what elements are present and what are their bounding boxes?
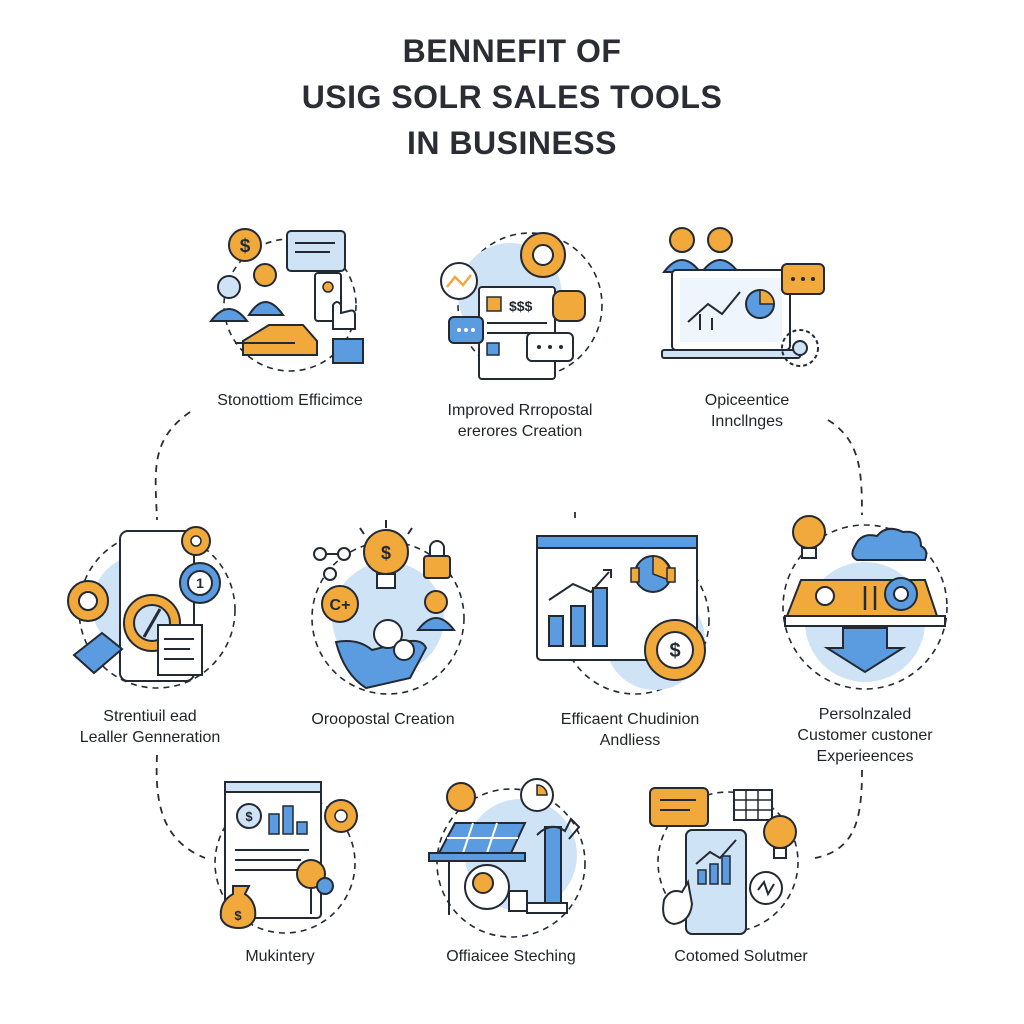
node-label-8: Mukintery — [165, 946, 395, 967]
node-3-line-1: Opiceentice — [704, 392, 790, 409]
node-7-line-1: Persolnzaled — [818, 706, 912, 723]
node-label-9: Offiaicee Steching — [396, 946, 626, 967]
title-line-1: BENNEFIT OF — [402, 33, 622, 69]
node-6-line-1: Efficaent Chudinion — [560, 711, 700, 728]
svg-text:$: $ — [381, 543, 391, 563]
node-label-6: Efficaent Chudinion Andliess — [515, 709, 745, 751]
node-sales-efficiency: $ — [205, 225, 375, 375]
svg-text:$: $ — [234, 908, 242, 923]
svg-text:$: $ — [669, 640, 680, 662]
connector-left-bottom — [155, 754, 206, 859]
laptop-analytics-icon — [661, 227, 825, 367]
connector-right-top — [827, 419, 863, 516]
node-7-line-2: Customer custoner — [797, 727, 933, 744]
title-line-3: IN BUSINESS — [407, 125, 617, 161]
node-customer-solution — [648, 782, 813, 942]
idea-hand-icon: $ C+ — [311, 520, 465, 695]
node-label-4: Strentiuil ead Lealler Genneration — [35, 706, 265, 748]
bar-chart-dashboard-icon: $ — [536, 535, 710, 695]
node-8-line-1: Mukintery — [245, 948, 315, 965]
node-5-line-1: Oroopostal Creation — [311, 711, 455, 728]
svg-text:$$$: $$$ — [509, 298, 533, 314]
marketing-report-icon: $ $ — [214, 781, 358, 934]
svg-text:$: $ — [245, 809, 253, 824]
personalized-experience-icon — [782, 515, 948, 690]
sales-team-icon: $ — [208, 228, 364, 372]
connector-left-top — [154, 411, 191, 521]
node-2-line-2: ererores Creation — [457, 423, 583, 440]
solar-panel-icon — [428, 778, 586, 938]
node-lead-generation: 1 — [62, 525, 242, 695]
node-2-line-1: Improved Rrropostal — [447, 402, 593, 419]
node-1-line-1: Stonottiom Efficimce — [217, 392, 363, 409]
node-label-10: Cotomed Solutmer — [626, 946, 856, 967]
proposal-document-icon: $$$ — [440, 232, 603, 380]
node-4-line-2: Lealler Genneration — [79, 729, 221, 746]
node-label-2: Improved Rrropostal ererores Creation — [405, 400, 635, 442]
node-label-7: Persolnzaled Customer custoner Experieen… — [750, 704, 980, 767]
node-7-line-3: Experieences — [816, 748, 914, 765]
lead-gears-icon: 1 — [67, 526, 236, 689]
node-office-stitching — [425, 775, 600, 940]
node-10-line-1: Cotomed Solutmer — [674, 948, 808, 965]
node-label-1: Stonottiom Efficimce — [175, 390, 405, 411]
page-title: BENNEFIT OF USIG SOLR SALES TOOLS IN BUS… — [0, 28, 1024, 166]
node-marketing: $ $ — [205, 778, 365, 938]
node-improved-proposal: $$$ — [435, 225, 605, 385]
node-efficient-analytics: $ — [535, 530, 720, 700]
node-insights — [660, 222, 835, 382]
svg-text:$: $ — [240, 236, 251, 257]
node-9-line-1: Offiaicee Steching — [446, 948, 576, 965]
node-4-line-1: Strentiuil ead — [103, 708, 197, 725]
connector-right-bottom — [814, 769, 863, 859]
svg-text:C+: C+ — [330, 597, 351, 614]
node-label-3: Opiceentice Inncllnges — [632, 390, 862, 432]
node-personalized-experiences — [765, 512, 955, 692]
node-proposal-creation: $ C+ — [300, 518, 470, 698]
node-label-5: Oroopostal Creation — [268, 709, 498, 730]
svg-text:1: 1 — [196, 575, 204, 591]
tablet-growth-icon — [649, 787, 799, 935]
node-3-line-2: Inncllnges — [710, 413, 784, 430]
title-line-2: USIG SOLR SALES TOOLS — [301, 79, 723, 115]
node-6-line-2: Andliess — [599, 732, 661, 749]
